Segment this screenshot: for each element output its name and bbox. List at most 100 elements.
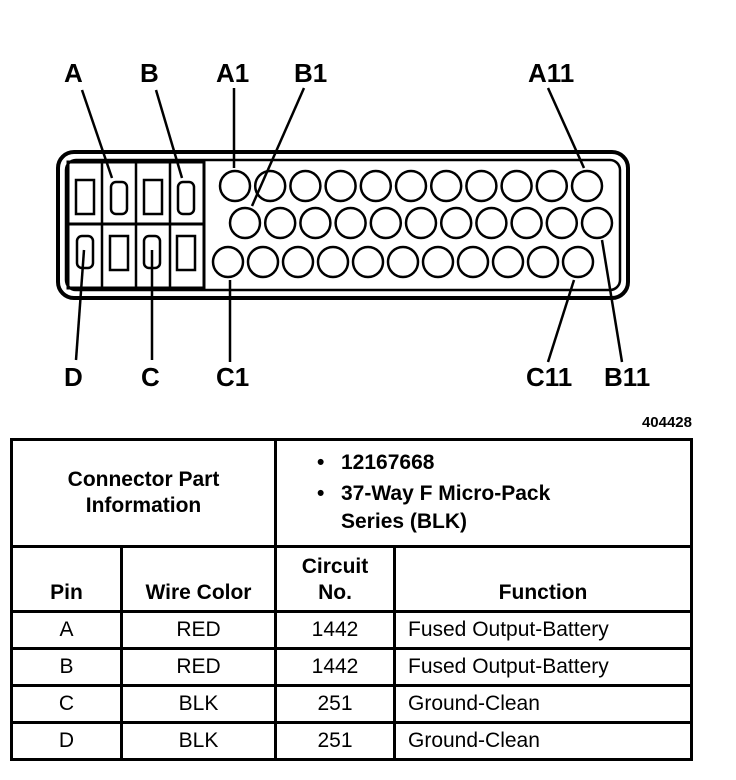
connector-housing-outer: [56, 150, 630, 300]
cell-pin: B: [10, 647, 123, 687]
part-series-line-2: Series (BLK): [341, 509, 468, 533]
cavity-row-b: [545, 206, 579, 240]
cavity-row-b: [334, 206, 367, 240]
connector-info-table: Connector Part Information • 12167668 • …: [10, 438, 693, 761]
cavity-row-a: [535, 169, 569, 203]
empty-cavity: [142, 178, 164, 216]
table-row: C BLK 251 Ground-Clean: [10, 684, 693, 724]
cell-circuit: 251: [274, 721, 396, 761]
cell-circuit: 1442: [274, 647, 396, 687]
leader-line-B11: [600, 239, 624, 363]
cell-circuit: 1442: [274, 610, 396, 650]
figure-id: 404428: [641, 414, 692, 431]
cell-pin: A: [10, 610, 123, 650]
part-info-line-2: Information: [85, 494, 202, 517]
cell-pin: D: [10, 721, 123, 761]
cavity-row-c: [456, 245, 490, 279]
cavity-row-c: [351, 245, 385, 279]
cell-wire-color: BLK: [120, 721, 277, 761]
part-number-item: • 12167668: [317, 449, 690, 476]
column-header-wire-color: Wire Color: [120, 545, 277, 613]
cavity-row-b: [299, 206, 332, 240]
label-B11: B11: [604, 362, 650, 392]
cell-function: Fused Output-Battery: [393, 610, 693, 650]
cavity-row-b: [369, 206, 403, 240]
label-A1: A1: [216, 58, 249, 88]
cell-function: Fused Output-Battery: [393, 647, 693, 687]
leader-line-D: [74, 249, 86, 361]
connector-diagram: A B A1 B1 A11 D C C1 C11 B11: [56, 58, 650, 392]
bullet-glyph: •: [317, 451, 325, 474]
cell-wire-color: RED: [120, 647, 277, 687]
bullet-glyph: •: [317, 482, 325, 506]
square-cavities: [74, 178, 197, 272]
circuit-header-line-1: Circuit: [301, 554, 369, 578]
cell-wire-color: RED: [120, 610, 277, 650]
cavity-row-a: [218, 169, 252, 203]
terminal-cavity-A: [109, 180, 129, 216]
cell-function: Ground-Clean: [393, 684, 693, 724]
cavity-row-c: [561, 245, 595, 279]
cell-pin: C: [10, 684, 123, 724]
cavity-row-a: [324, 169, 357, 203]
cell-circuit: 251: [274, 684, 396, 724]
cavity-row-b: [263, 206, 297, 240]
leader-line-B1: [250, 87, 306, 207]
cavity-row-b: [475, 206, 508, 240]
empty-cavity: [74, 178, 96, 216]
cavity-row-a: [394, 169, 428, 203]
cavity-row-c: [316, 245, 350, 279]
cavity-row-b: [439, 206, 473, 240]
terminal-cavity-D: [75, 234, 95, 270]
column-header-function: Function: [393, 545, 693, 613]
cavity-row-a: [253, 169, 287, 203]
part-series-line-1: 37-Way F Micro-Pack: [341, 482, 551, 506]
label-A11: A11: [528, 58, 574, 88]
cavity-row-b: [404, 206, 438, 240]
label-B: B: [140, 58, 159, 88]
cavity-row-a: [465, 169, 498, 203]
leader-line-B: [154, 89, 184, 179]
round-cavities: [211, 169, 614, 279]
label-C: C: [141, 362, 160, 392]
cell-wire-color: BLK: [120, 684, 277, 724]
column-header-row: Pin Wire Color Circuit No. Function: [10, 545, 693, 613]
label-B1: B1: [294, 58, 327, 88]
header-row-part-info: Connector Part Information • 12167668 • …: [10, 438, 693, 548]
column-header-circuit: Circuit No.: [274, 545, 396, 613]
table-row: B RED 1442 Fused Output-Battery: [10, 647, 693, 687]
part-number-text: 12167668: [341, 451, 435, 474]
cavity-row-a: [429, 169, 463, 203]
part-numbers-cell: • 12167668 • 37-Way F Micro-Pack Series …: [274, 438, 693, 548]
cell-function: Ground-Clean: [393, 721, 693, 761]
connector-housing-inner: [64, 158, 622, 292]
connector-part-info-label: Connector Part Information: [10, 438, 277, 548]
cavity-row-a: [289, 169, 322, 203]
cavity-row-c: [526, 245, 560, 279]
leader-line-A11: [546, 87, 586, 169]
table-row: A RED 1442 Fused Output-Battery: [10, 610, 693, 650]
leader-line-A: [80, 89, 114, 179]
cavity-row-a: [570, 169, 604, 203]
table-row: D BLK 251 Ground-Clean: [10, 721, 693, 761]
cavity-row-a: [359, 169, 393, 203]
circuit-header-line-2: No.: [318, 580, 352, 604]
cavity-row-b: [580, 206, 614, 240]
cavity-row-c: [211, 245, 245, 279]
empty-cavity: [175, 234, 197, 272]
part-series-text: 37-Way F Micro-Pack Series (BLK): [341, 480, 550, 535]
label-D: D: [64, 362, 83, 392]
part-info-line-1: Connector Part: [67, 467, 220, 491]
label-C11: C11: [526, 362, 572, 392]
cavity-row-c: [421, 245, 455, 279]
part-series-item: • 37-Way F Micro-Pack Series (BLK): [317, 480, 690, 535]
column-header-pin: Pin: [10, 545, 123, 613]
cavity-row-b: [228, 206, 262, 240]
cavity-row-b: [510, 206, 543, 240]
label-A: A: [64, 58, 83, 88]
leader-line-C11: [546, 279, 576, 363]
terminal-cavity-B: [176, 180, 196, 216]
label-C1: C1: [216, 362, 249, 392]
cavity-row-c: [491, 245, 525, 279]
cavity-row-c: [281, 245, 315, 279]
